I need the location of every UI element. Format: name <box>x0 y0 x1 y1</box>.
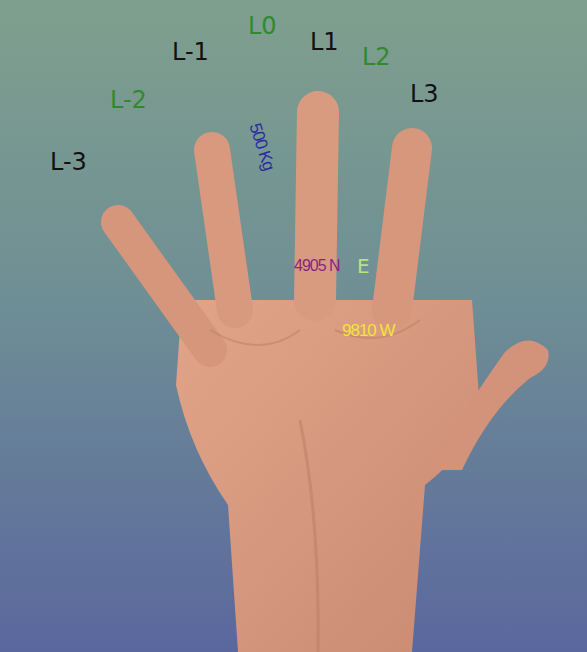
level-label: L3 <box>410 82 439 106</box>
knuckle-shade <box>210 330 300 345</box>
level-label: L-2 <box>110 88 147 112</box>
level-label: L-1 <box>172 40 209 64</box>
level-label: L-3 <box>50 150 87 174</box>
ring-finger <box>212 150 235 310</box>
level-label: L0 <box>248 14 277 38</box>
power-label: 9810 W <box>342 322 395 339</box>
energy-label: E <box>357 256 370 276</box>
thumb <box>430 340 549 470</box>
knuckle-shade <box>335 320 420 338</box>
hand <box>118 112 549 652</box>
level-label: L1 <box>310 30 339 54</box>
force-label: 4905 N <box>294 258 340 274</box>
little-finger <box>118 222 210 350</box>
palm-crease <box>300 420 318 652</box>
index-finger <box>392 148 412 310</box>
level-label: L2 <box>362 45 391 69</box>
